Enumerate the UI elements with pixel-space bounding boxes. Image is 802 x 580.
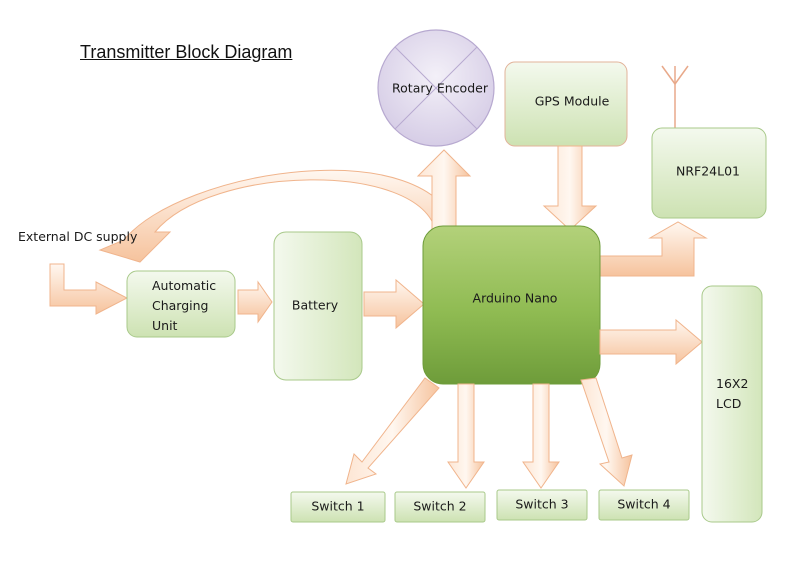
arduino-to-switch3-arrow — [522, 383, 560, 489]
arduino-nano-block — [422, 225, 601, 385]
switch4-label: Switch 4 — [617, 496, 671, 512]
antenna-icon — [661, 65, 689, 128]
charging-unit-line1: Automatic — [152, 278, 217, 293]
dc-input-arrow — [49, 263, 129, 315]
lcd-line2: LCD — [716, 396, 742, 411]
diagram-title: Transmitter Block Diagram — [80, 42, 293, 62]
feedback-curved-arrow — [98, 169, 459, 263]
arduino-to-switch1-arrow — [345, 377, 440, 485]
battery-to-arduino-arrow — [363, 278, 425, 330]
external-dc-label: External DC supply — [18, 229, 138, 244]
arduino-to-switch4-arrow — [580, 377, 633, 487]
switch1-label: Switch 1 — [311, 498, 365, 514]
rotary-encoder-label: Rotary Encoder — [392, 80, 488, 96]
arduino-to-nrf-arrow — [599, 221, 708, 277]
lcd-block — [701, 285, 763, 523]
lcd-label: 16X2 LCD — [716, 374, 756, 414]
switch3-label: Switch 3 — [515, 496, 569, 512]
switch2-label: Switch 2 — [413, 498, 467, 514]
charging-unit-line2: Charging — [152, 298, 209, 313]
charging-unit-label: Automatic Charging Unit — [152, 276, 216, 336]
gps-to-arduino-arrow — [542, 145, 598, 231]
switch2-block — [394, 491, 486, 523]
gps-module-label: GPS Module — [534, 93, 610, 109]
arduino-to-switch2-arrow — [447, 383, 485, 489]
charging-unit-line3: Unit — [152, 318, 178, 333]
arduino-to-encoder-arrow — [416, 149, 472, 233]
battery-block — [273, 231, 363, 381]
charger-to-battery-arrow — [237, 280, 273, 324]
nrf24l01-label: NRF24L01 — [675, 163, 741, 179]
charging-unit-block — [126, 270, 236, 338]
nrf24l01-block — [651, 127, 767, 219]
switch3-block — [496, 489, 588, 521]
lcd-line1: 16X2 — [716, 376, 749, 391]
switch1-block — [290, 491, 386, 523]
rotary-encoder-block — [377, 29, 495, 147]
switch4-block — [598, 489, 690, 521]
arduino-nano-label: Arduino Nano — [472, 290, 558, 306]
arduino-to-lcd-arrow — [599, 318, 703, 366]
battery-label: Battery — [291, 297, 339, 313]
